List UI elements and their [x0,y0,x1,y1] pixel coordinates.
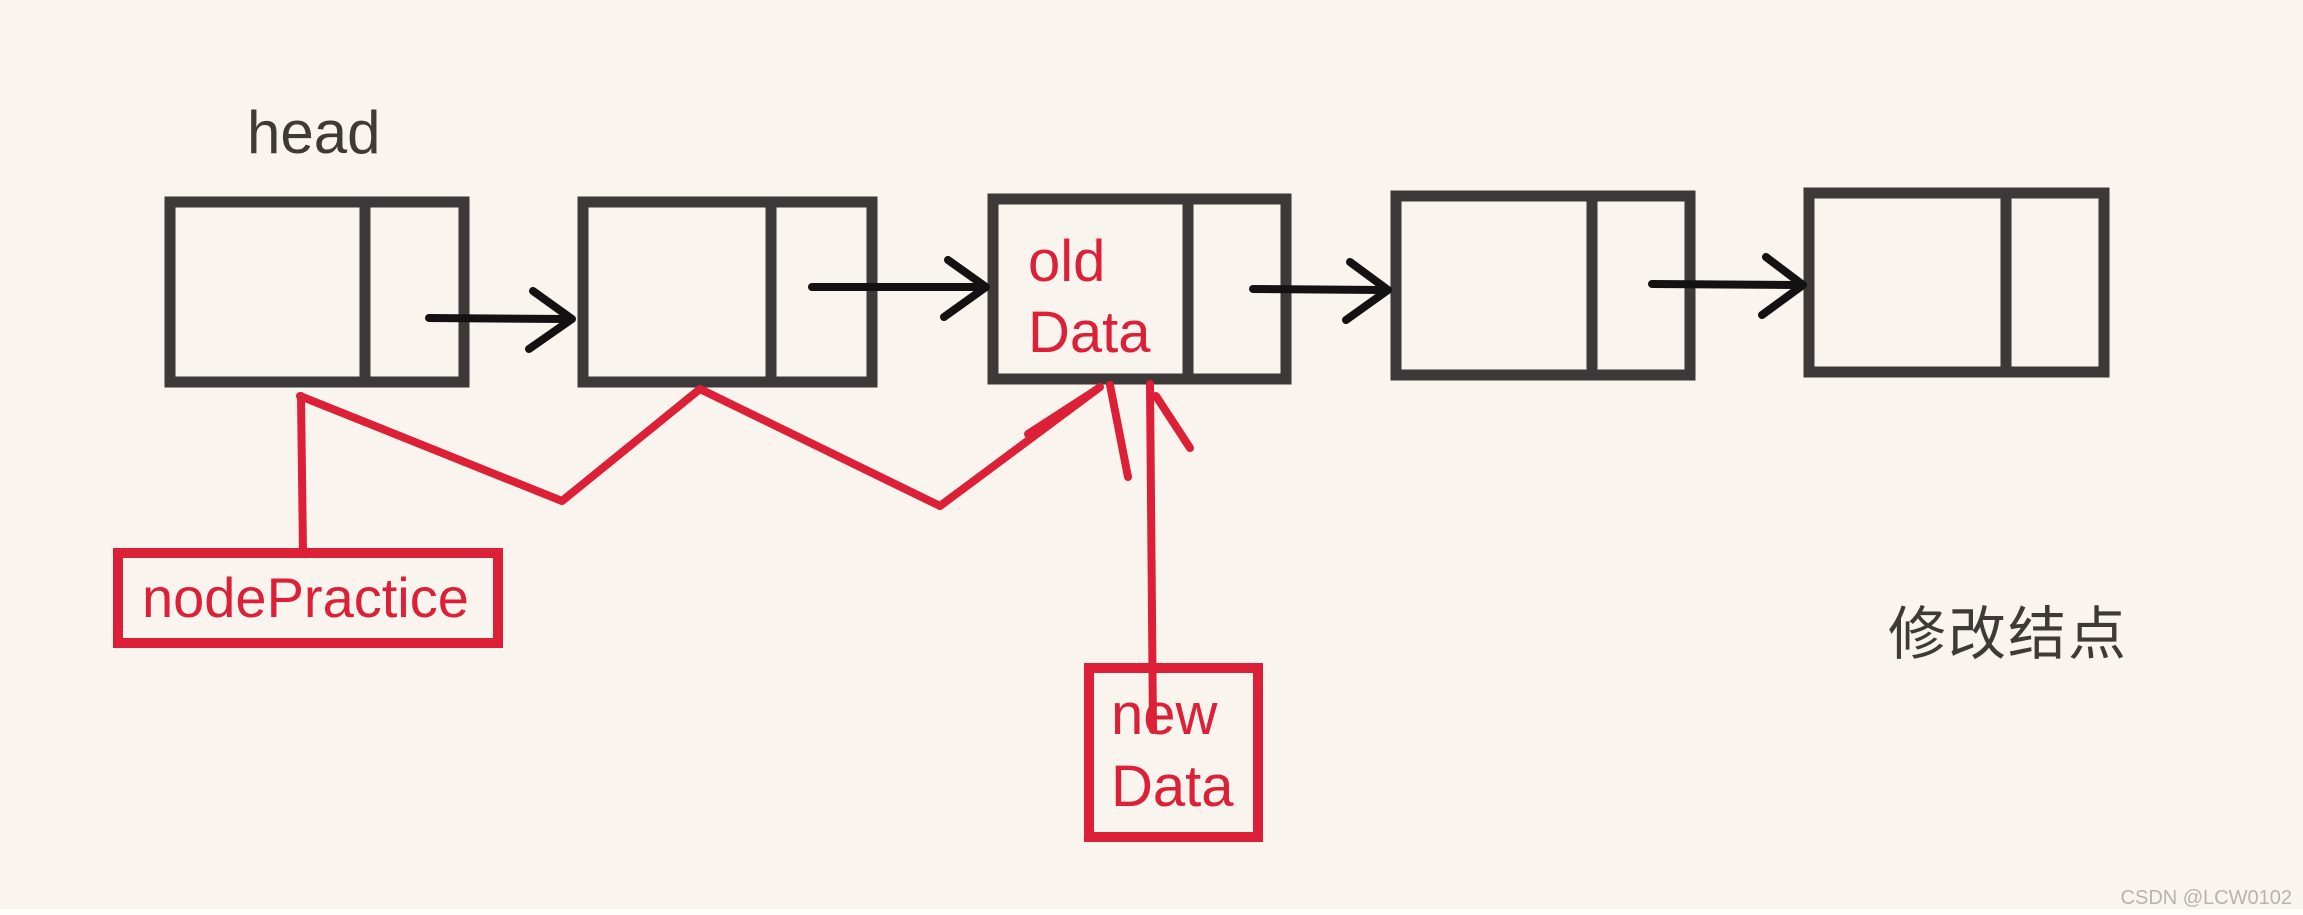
arrow-head-icon [940,256,990,321]
new-data-label-line2: Data [1111,754,1234,819]
node-2 [577,196,878,388]
node-1-box [164,196,470,388]
node-3-value-line1: old [1028,229,1105,294]
zigzag-arrow-flank [1024,386,1100,438]
node-1 [164,196,470,388]
node-practice-box: nodePractice [113,548,503,648]
node-practice-zigzag-line [296,383,1104,510]
arrow-head-icon [1758,253,1807,319]
bottom-edge-strip [0,909,2303,915]
arrow-node4-to-node5 [1648,253,1807,319]
node-3: old Data [987,193,1292,385]
new-data-box: new Data [1084,663,1263,842]
new-data-arrow-flank [1152,392,1194,452]
new-data-border [1084,663,1263,842]
annotation-label: 修改结点 [1888,602,2128,667]
head-label: head [247,99,380,166]
arrow-node2-to-node3 [808,256,990,321]
arrow-shaft [425,314,570,323]
new-data-arrow-shaft [1146,380,1157,734]
node-practice-border [113,548,503,648]
arrow-node1-to-node2 [425,287,576,353]
new-data-label-line1: new [1111,682,1219,747]
node-practice-stem-line [297,392,307,557]
node-5-box [1803,187,2110,378]
watermark: CSDN @LCW0102 [2121,887,2292,909]
arrow-node3-to-node4 [1249,258,1392,324]
node-practice-label: nodePractice [142,566,469,629]
arrow-shaft [1648,280,1801,289]
node-2-box [577,196,878,388]
arrow-shaft [1249,285,1386,294]
arrow-head-icon [1342,258,1392,324]
node-5 [1803,187,2110,378]
arrow-head-icon [525,287,576,353]
node-3-value-line2: Data [1028,300,1151,365]
zigzag-arrow-tail-stroke [1106,381,1132,481]
